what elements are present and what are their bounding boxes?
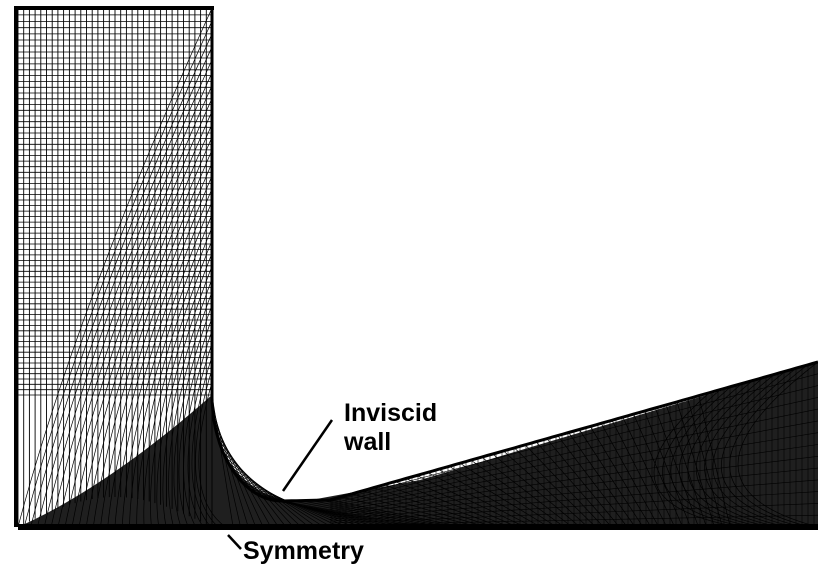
mesh-line xyxy=(514,447,596,528)
mesh-line xyxy=(222,451,302,528)
mesh-line xyxy=(557,435,628,528)
mesh-line xyxy=(17,7,213,528)
mesh-line xyxy=(129,214,213,528)
mesh-line xyxy=(198,382,226,528)
mesh-line xyxy=(737,361,818,528)
mesh-grid-lines xyxy=(17,7,818,528)
mesh-line xyxy=(622,417,676,528)
mesh-line xyxy=(720,367,803,528)
mesh-line xyxy=(211,401,241,528)
inlet-left-boundary xyxy=(14,8,18,527)
inviscid-wall-leader-line xyxy=(281,419,334,492)
mesh-line xyxy=(644,410,691,528)
mesh-line xyxy=(590,426,652,528)
mesh-line xyxy=(216,433,279,528)
symmetry-label: Symmetry xyxy=(243,537,364,565)
mesh-line xyxy=(168,291,213,528)
mesh-line xyxy=(698,395,731,528)
inviscid-wall-boundary xyxy=(210,8,818,503)
mesh-line xyxy=(211,394,234,528)
mesh-line xyxy=(611,420,668,528)
mesh-line xyxy=(85,136,213,528)
mesh-line xyxy=(546,438,620,528)
mesh-line xyxy=(100,162,213,528)
mesh-line xyxy=(114,188,213,528)
mesh-line xyxy=(218,439,287,528)
mesh-line xyxy=(71,111,213,528)
mesh-line xyxy=(213,421,264,528)
mesh-line xyxy=(57,85,213,528)
mesh-line xyxy=(665,404,707,528)
inviscid-label: Inviscid xyxy=(344,399,438,427)
throat-dense-mesh xyxy=(18,362,818,527)
mesh-line xyxy=(162,278,213,528)
mesh-line xyxy=(373,487,494,528)
mesh-line xyxy=(150,252,213,528)
mesh-line xyxy=(173,304,213,528)
mesh-line xyxy=(503,450,589,528)
mesh-line xyxy=(187,343,213,528)
mesh-line xyxy=(92,149,213,528)
mesh-line xyxy=(600,423,660,528)
mesh-dense-fill-region xyxy=(14,6,818,527)
mesh-line xyxy=(670,386,755,528)
mesh-line xyxy=(64,98,213,528)
mesh-line xyxy=(679,383,763,528)
mesh-line xyxy=(121,201,213,528)
mesh-line xyxy=(676,401,715,528)
mesh-line xyxy=(524,444,604,528)
mesh-line xyxy=(191,356,213,528)
wall-label: wall xyxy=(344,428,392,456)
symmetry-leader-line xyxy=(227,534,242,550)
mesh-line xyxy=(195,369,219,528)
